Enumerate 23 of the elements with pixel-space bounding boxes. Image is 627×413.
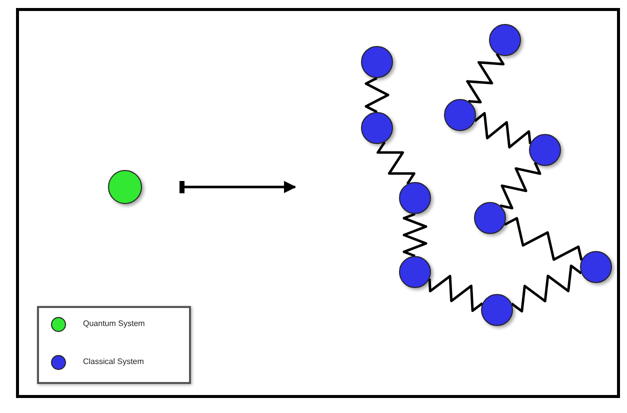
particle-circle: [361, 46, 393, 78]
particle-circle: [444, 99, 476, 131]
particle-circle: [399, 182, 431, 214]
spring-line: [428, 274, 484, 312]
legend-label: Quantum System: [83, 319, 145, 328]
legend-label: Classical System: [83, 357, 144, 366]
spring-line: [504, 217, 583, 261]
spring-line: [474, 112, 532, 148]
spring-line: [402, 212, 428, 258]
spring-line: [364, 76, 390, 114]
particle-circle: [474, 202, 506, 234]
spring-line: [466, 53, 505, 104]
spring-line: [376, 141, 416, 185]
spring-line: [500, 162, 542, 210]
particle-circle: [361, 112, 393, 144]
particle-circle: [580, 251, 612, 283]
particle-circle: [489, 24, 521, 56]
particle-circle: [529, 134, 561, 166]
particle-circle: [481, 294, 513, 326]
particle-circle: [108, 170, 142, 204]
particle-circle: [399, 256, 431, 288]
arrow: [180, 180, 296, 194]
spring-line: [510, 264, 582, 312]
